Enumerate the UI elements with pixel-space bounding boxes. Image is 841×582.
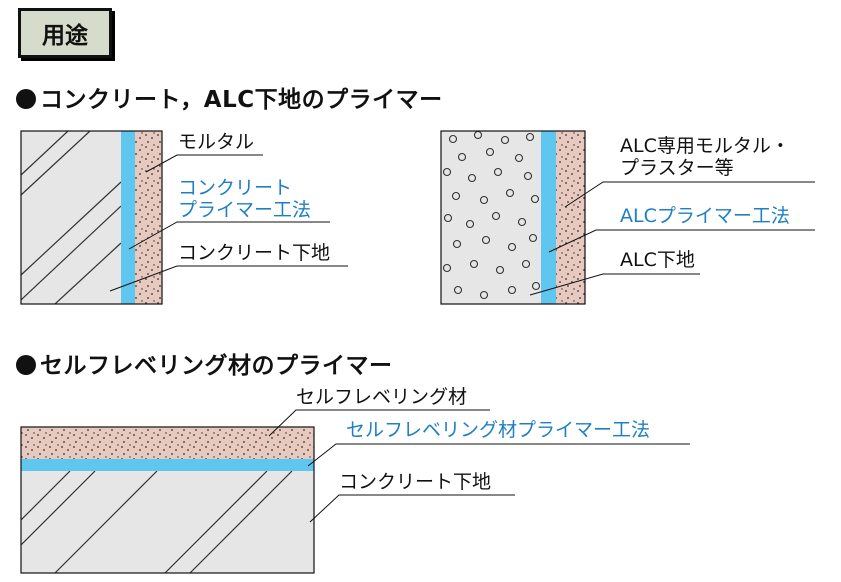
concrete-substrate bbox=[21, 131, 121, 304]
slab-substrate bbox=[21, 471, 314, 573]
usage-badge: 用途 bbox=[18, 8, 112, 58]
concrete-primer-layer bbox=[121, 131, 135, 304]
bullet-icon bbox=[16, 89, 36, 109]
section1-heading: コンクリート，ALC下地のプライマー bbox=[16, 80, 443, 114]
self-leveling-label: セルフレベリング材 bbox=[296, 386, 468, 408]
alc-primer-label: ALCプライマー工法 bbox=[620, 205, 790, 227]
usage-badge-label: 用途 bbox=[42, 23, 88, 49]
alc-mortar-label-line2: プラスター等 bbox=[620, 157, 734, 179]
self-leveling-layer bbox=[21, 427, 314, 459]
alc-diagram bbox=[440, 130, 815, 305]
section1-heading-text: コンクリート，ALC下地のプライマー bbox=[40, 87, 443, 113]
self-leveling-primer-layer bbox=[21, 459, 314, 471]
concrete-diagram bbox=[20, 130, 348, 305]
slab-substrate-label: コンクリート下地 bbox=[339, 471, 492, 493]
mortar-layer bbox=[135, 131, 162, 304]
concrete-primer-label-line1: コンクリート bbox=[178, 177, 293, 199]
concrete-primer-label-line2: プライマー工法 bbox=[178, 199, 312, 221]
section2-heading: セルフレベリング材のプライマー bbox=[16, 346, 393, 380]
alc-substrate-label: ALC下地 bbox=[620, 249, 695, 271]
section2-heading-text: セルフレベリング材のプライマー bbox=[40, 353, 393, 379]
mortar-label: モルタル bbox=[178, 131, 255, 153]
self-leveling-diagram bbox=[20, 409, 690, 574]
alc-mortar-layer bbox=[556, 131, 585, 304]
alc-mortar-label-line1: ALC専用モルタル・ bbox=[620, 135, 790, 157]
bullet-icon bbox=[16, 355, 36, 375]
concrete-substrate-label: コンクリート下地 bbox=[178, 242, 331, 264]
alc-substrate bbox=[441, 131, 541, 304]
alc-primer-layer bbox=[541, 131, 556, 304]
self-leveling-primer-label: セルフレベリング材プライマー工法 bbox=[346, 419, 651, 441]
